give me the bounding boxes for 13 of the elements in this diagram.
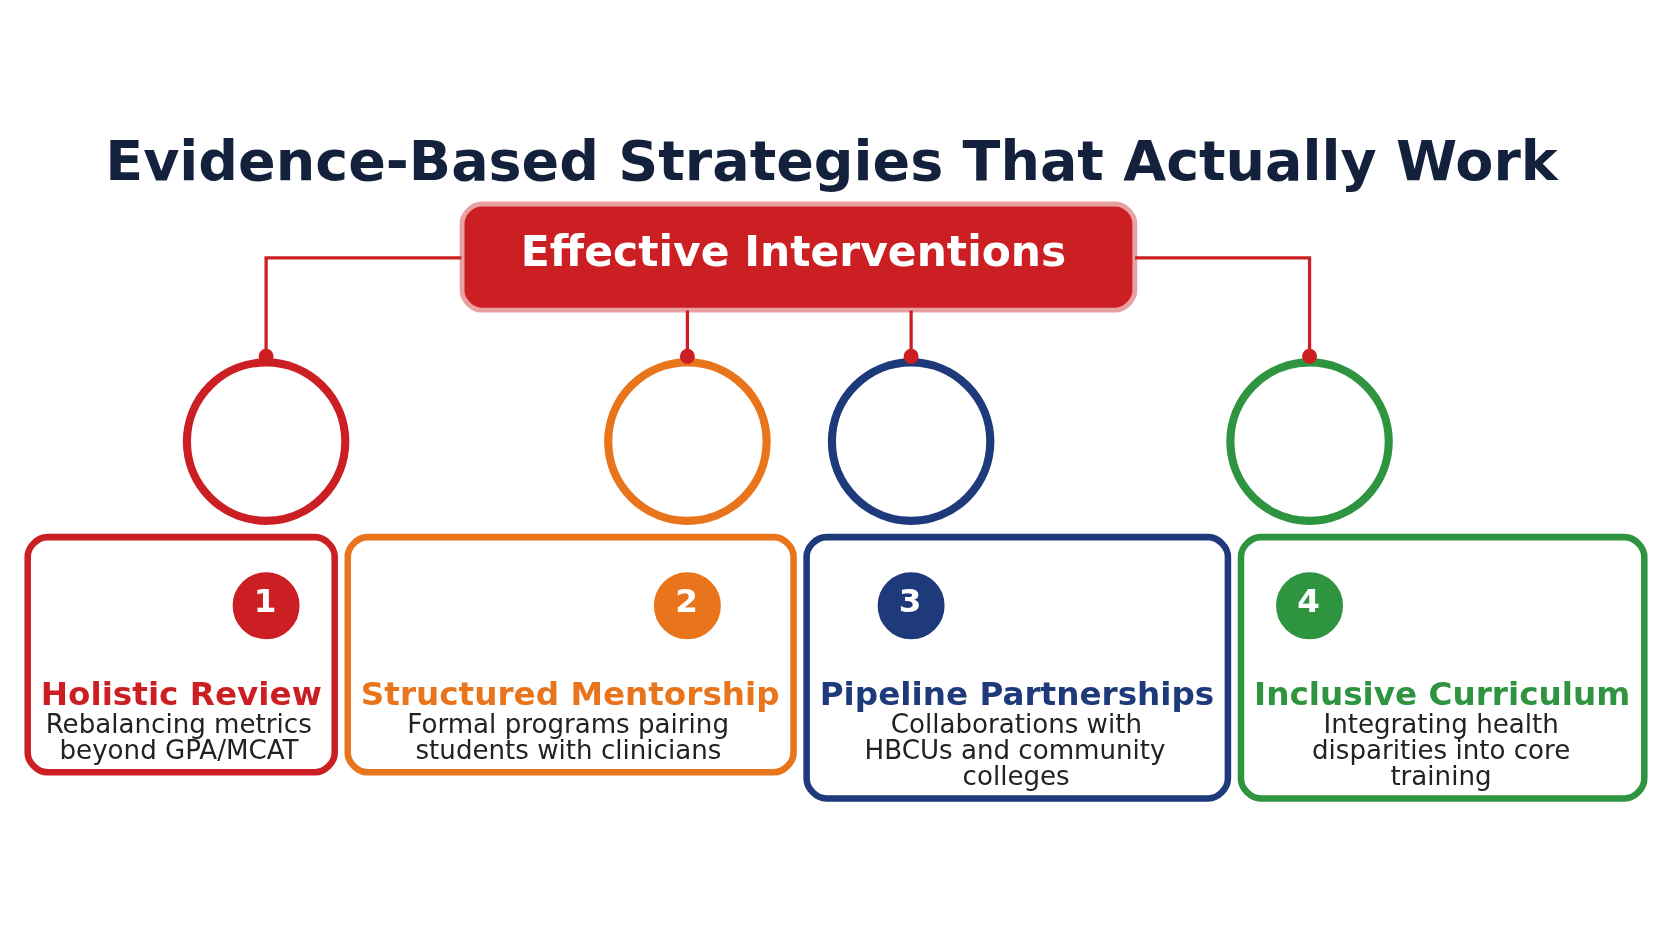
node-circle: 4: [1276, 571, 1344, 639]
node-circle: [604, 357, 771, 525]
connector: [1135, 255, 1318, 364]
node-circle: 2: [653, 571, 721, 639]
connector: [679, 309, 695, 364]
node-circle: 3: [877, 571, 945, 639]
connector: [903, 309, 919, 364]
node-circle: [182, 357, 350, 525]
diagram-title: Evidence-Based Strategies That Actually Work: [105, 127, 1558, 193]
node-circle: [827, 357, 995, 525]
node-box: Effective Interventions: [459, 201, 1138, 313]
node-circle: [1226, 357, 1393, 525]
node-circle: 1: [232, 571, 300, 639]
